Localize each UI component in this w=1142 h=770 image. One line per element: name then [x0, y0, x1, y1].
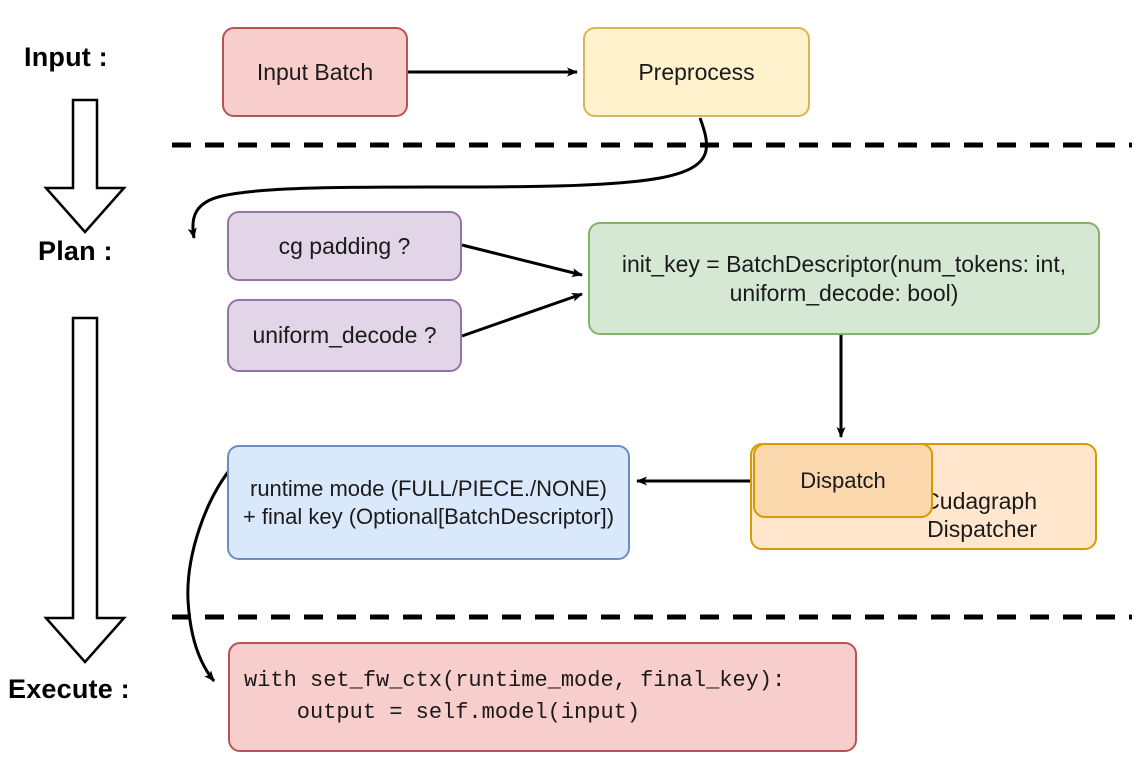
node-cg-padding[interactable]: cg padding ?	[227, 211, 462, 281]
node-input-batch[interactable]: Input Batch	[222, 27, 408, 117]
edge-runtime-mode-to-execute-code	[186, 466, 234, 682]
node-execute-code-line1: with set_fw_ctx(runtime_mode, final_key)…	[244, 668, 786, 694]
node-execute-code[interactable]: with set_fw_ctx(runtime_mode, final_key)…	[228, 642, 857, 752]
node-init-key[interactable]: init_key = BatchDescriptor(num_tokens: i…	[588, 222, 1100, 335]
node-dispatch[interactable]: Dispatch	[753, 443, 933, 518]
edge-uniform-decode-to-init-key	[461, 292, 583, 338]
edge-cg-padding-to-init-key	[461, 243, 583, 277]
node-init-key-line2: uniform_decode: bool)	[729, 279, 959, 306]
node-runtime-mode[interactable]: runtime mode (FULL/PIECE./NONE) + final …	[227, 445, 630, 560]
node-runtime-mode-line2: + final key (Optional[BatchDescriptor])	[242, 503, 615, 529]
node-cudagraph-dispatcher-line2: Dispatcher	[927, 516, 1037, 543]
node-execute-code-line2: output = self.model(input)	[244, 700, 641, 725]
stage-label-plan: Plan :	[38, 236, 113, 266]
node-cudagraph-dispatcher-line1: Cudagraph	[923, 487, 1037, 514]
node-uniform-decode[interactable]: uniform_decode ?	[227, 299, 462, 372]
stage-label-execute: Execute :	[8, 674, 130, 704]
node-preprocess[interactable]: Preprocess	[583, 27, 810, 117]
plan-to-execute-arrow	[43, 316, 127, 664]
stage-label-input: Input :	[24, 42, 108, 72]
node-runtime-mode-line1: runtime mode (FULL/PIECE./NONE)	[250, 476, 607, 501]
input-to-plan-arrow	[43, 98, 127, 234]
node-init-key-line1: init_key = BatchDescriptor(num_tokens: i…	[621, 250, 1067, 277]
